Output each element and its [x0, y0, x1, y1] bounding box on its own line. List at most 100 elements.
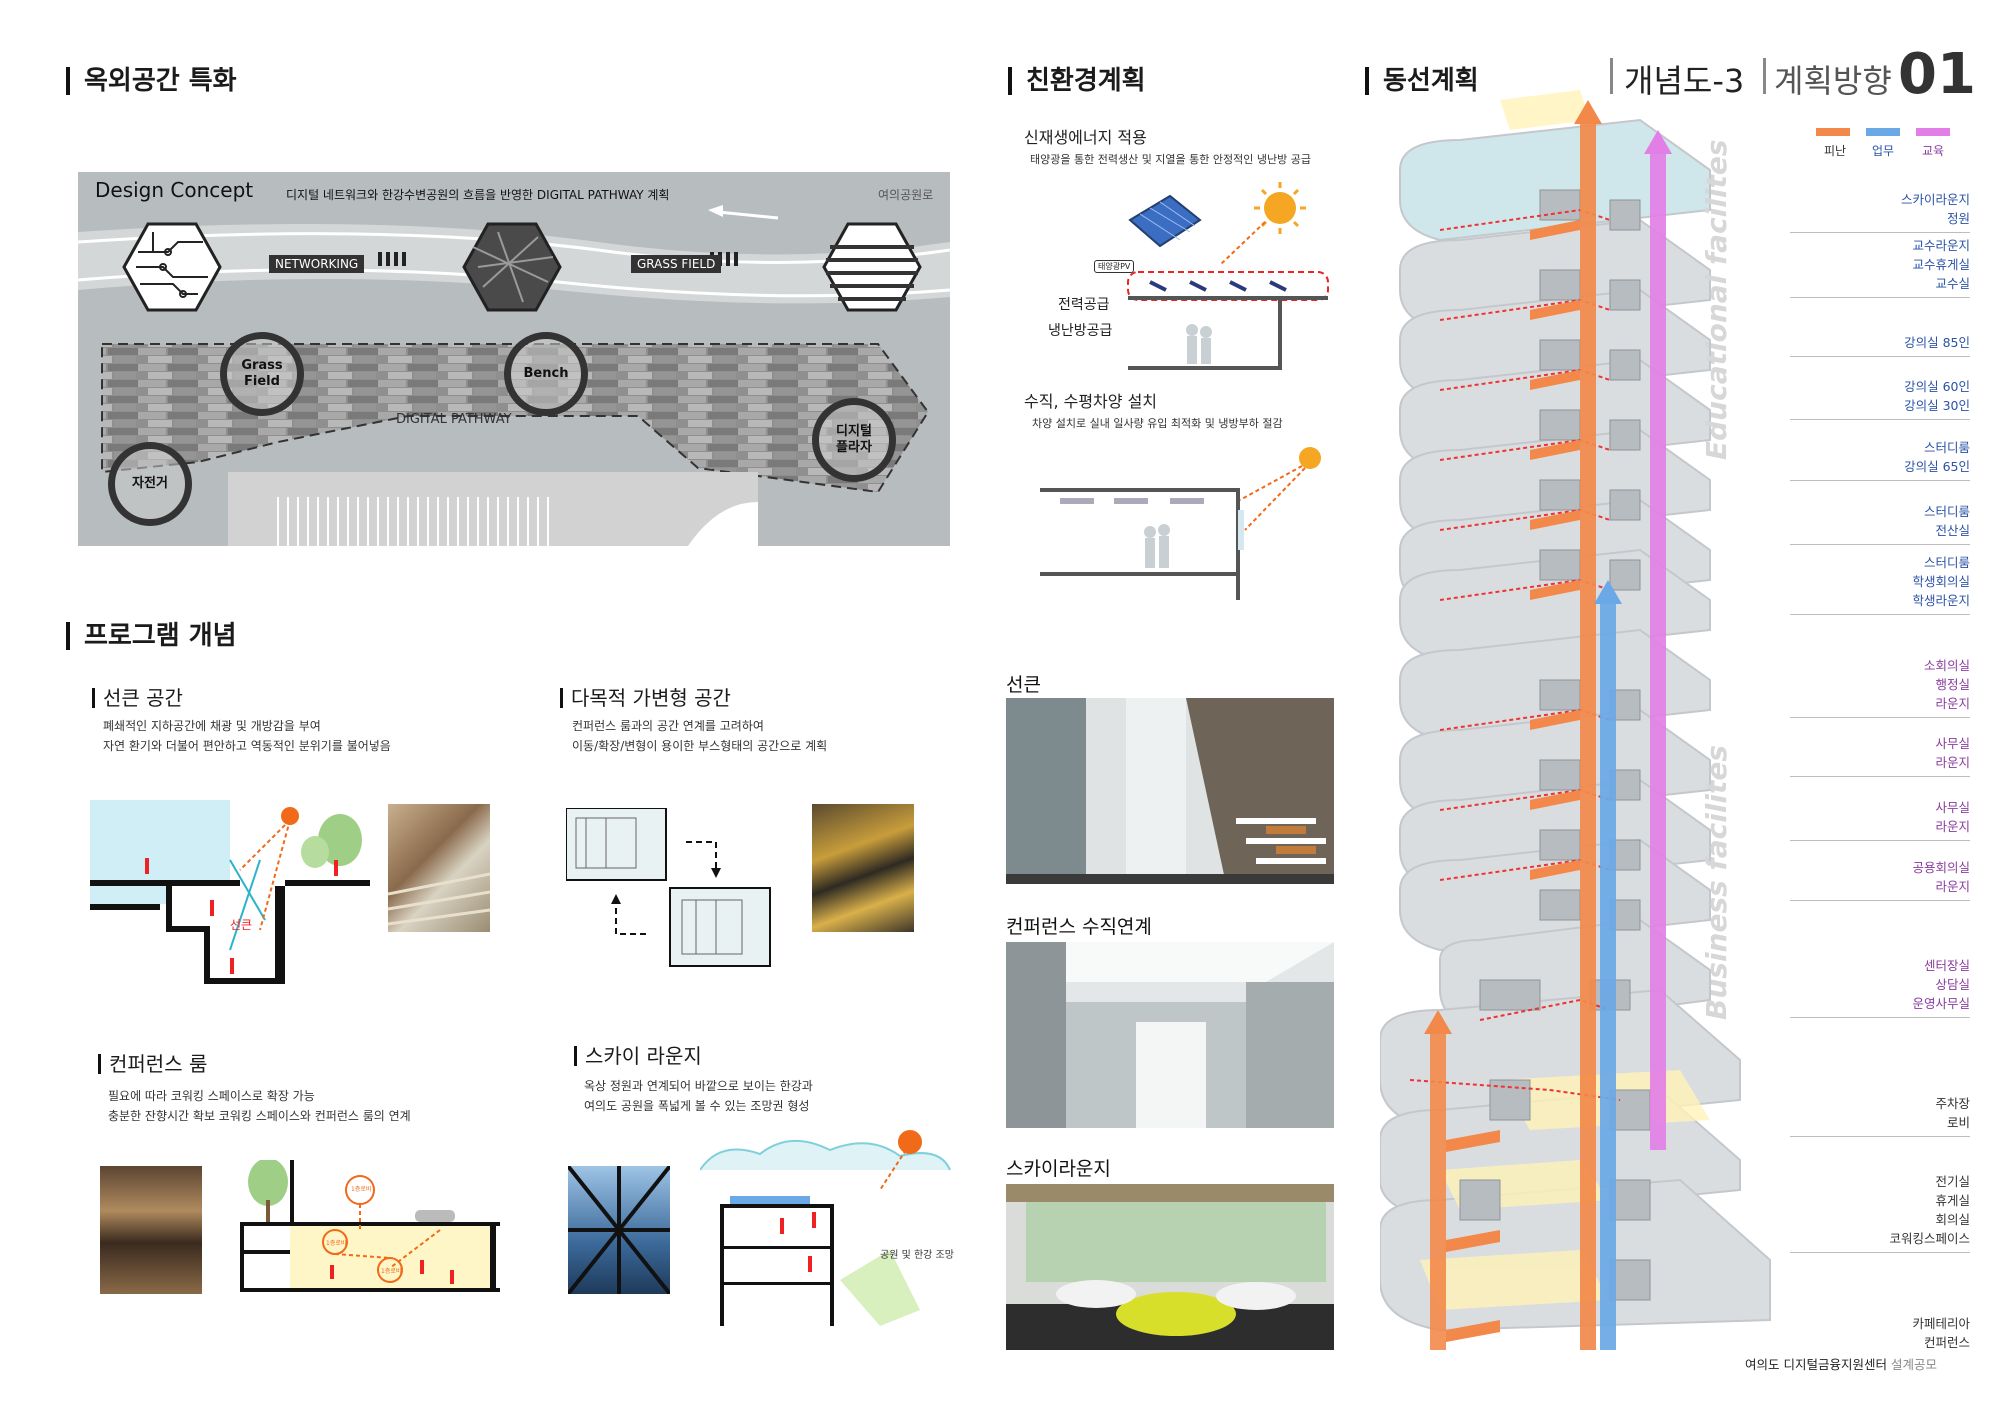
render-sunken-label: 선큰 [1006, 674, 1041, 696]
floor-label-line: 교수실 [1935, 276, 1970, 291]
floor-label-line: 센터장실 [1923, 958, 1970, 973]
circle-digital-plaza: 디지털 플라자 [812, 398, 896, 482]
section-title-program: 프로그램 개념 [66, 622, 237, 650]
floor-divider [1790, 840, 1970, 841]
floor-label-line: 학생라운지 [1912, 593, 1970, 608]
legend-bar-education [1916, 128, 1950, 136]
floor-label-line: 강의실 65인 [1904, 459, 1970, 474]
legend-bar-business [1866, 128, 1900, 136]
header-number: 01 [1898, 42, 1976, 107]
render-conference-label: 컨퍼런스 수직연계 [1006, 916, 1152, 938]
circle-grass-field: Grass Field [220, 332, 304, 416]
legend-label-education: 교육 [1922, 144, 1945, 158]
floor-label-line: 휴게실 [1935, 1193, 1970, 1208]
shading-title: 수직, 수평차양 설치 [1024, 392, 1158, 411]
floor-divider [1790, 1252, 1970, 1253]
sunken-photo [388, 804, 490, 932]
floor-label: 강의실 85인 [1904, 333, 1970, 352]
floor-divider [1790, 717, 1970, 718]
networking-tag: NETWORKING [269, 255, 365, 273]
header-title-main: 개념도-3 [1624, 62, 1745, 100]
floor-divider [1790, 614, 1970, 615]
hvac-supply-label: 냉난방공급 [1048, 323, 1113, 339]
multi-booth-diagram [565, 807, 776, 968]
site-plan-graphic [78, 205, 950, 546]
road-label: 여의공원로 [878, 188, 934, 202]
floor-label-line: 행정실 [1935, 677, 1970, 692]
renewable-desc: 태양광을 통한 전력생산 및 지열을 통한 안정적인 냉난방 공급 [1030, 153, 1311, 166]
renewable-diagram: 태양광PV 전력공급 냉난방공급 [1048, 180, 1330, 370]
circle-bicycle: 자전거 [108, 442, 192, 526]
sky-desc-2: 여의도 공원을 폭넓게 볼 수 있는 조망권 형성 [584, 1099, 810, 1113]
floor-label-line: 강의실 30인 [1904, 398, 1970, 413]
floor-label-line: 스터디룸 [1923, 440, 1970, 455]
conference-photo [100, 1166, 202, 1294]
sunken-title: 선큰 공간 [92, 688, 183, 708]
conference-floor-label-1: 1층로비 [351, 1186, 372, 1193]
floor-label-line: 사무실 [1935, 736, 1970, 751]
floor-label-line: 학생회의실 [1912, 574, 1970, 589]
pathway-label: DIGITAL PATHWAY [396, 412, 512, 427]
sky-photo [568, 1166, 670, 1294]
floor-divider [1790, 1017, 1970, 1018]
floor-label-line: 카페테리아 [1912, 1316, 1970, 1331]
floor-label-line: 교수라운지 [1912, 238, 1970, 253]
floor-label-line: 주차장 [1935, 1096, 1970, 1111]
legend-label-business: 업무 [1872, 144, 1895, 158]
sunken-desc-2: 자연 환기와 더불어 편안하고 역동적인 분위기를 불어넣음 [103, 739, 391, 753]
floor-divider [1790, 356, 1970, 357]
sky-view-label: 공원 및 한강 조망 [880, 1250, 954, 1261]
renewable-title: 신재생에너지 적용 [1024, 128, 1147, 147]
design-concept-desc: 디지털 네트워크와 한강수변공원의 흐름을 반영한 DIGITAL PATHWA… [286, 188, 670, 202]
floor-label-line: 정원 [1946, 211, 1970, 226]
header-divider-left [1610, 58, 1613, 94]
floor-label-line: 사무실 [1935, 800, 1970, 815]
floor-label-line: 컨퍼런스 [1923, 1335, 1970, 1350]
floor-label-line: 전산실 [1935, 523, 1970, 538]
power-supply-label: 전력공급 [1058, 297, 1110, 313]
floor-divider [1790, 776, 1970, 777]
multi-photo [812, 804, 914, 932]
zone-label-educational: Educational facilites [1700, 139, 1733, 461]
sunken-desc-1: 폐쇄적인 지하공간에 채광 및 개방감을 부여 [103, 719, 321, 733]
circulation-axonometric: Educational facilites Business facilites [1379, 80, 1800, 1400]
footer-project: 여의도 디지털금융지원센터 설계공모 [1745, 1354, 1937, 1373]
sunken-section-diagram: 선큰 [90, 800, 370, 984]
conference-desc-1: 필요에 따라 코워킹 스페이스로 확장 가능 [108, 1089, 315, 1103]
floor-label-line: 라운지 [1935, 879, 1970, 894]
conference-floor-label-3: 1층로비 [381, 1268, 402, 1275]
section-title-outdoor: 옥외공간 특화 [66, 67, 237, 95]
floor-divider [1790, 1136, 1970, 1137]
floor-label-line: 라운지 [1935, 819, 1970, 834]
sunken-section-label: 선큰 [230, 918, 253, 932]
floor-label-line: 상담실 [1935, 977, 1970, 992]
floor-label-line: 스터디룸 [1923, 555, 1970, 570]
floor-label-line: 라운지 [1935, 696, 1970, 711]
conference-floor-label-2: 1층로비 [326, 1240, 347, 1247]
design-concept-label: Design Concept [95, 178, 254, 202]
pv-tag: 태양광PV [1094, 260, 1135, 273]
footer-project-name: 여의도 디지털금융지원센터 [1745, 1357, 1887, 1372]
section-title-circulation: 동선계획 [1365, 67, 1479, 95]
conference-section-diagram: 1층로비 1층로비 1층로비 [240, 1158, 500, 1296]
legend-bar-evacuation [1816, 128, 1850, 136]
floor-label-line: 공용회의실 [1912, 860, 1970, 875]
floor-divider [1790, 480, 1970, 481]
section-title-eco: 친환경계획 [1008, 67, 1146, 95]
header-divider-mid [1763, 58, 1766, 94]
floor-divider [1790, 544, 1970, 545]
design-concept-plan: Design Concept 디지털 네트워크와 한강수변공원의 흐름을 반영한… [78, 172, 950, 546]
floor-label-line: 스터디룸 [1923, 504, 1970, 519]
header-title-sub: 계획방향 [1774, 62, 1892, 100]
render-conference [1006, 942, 1334, 1128]
